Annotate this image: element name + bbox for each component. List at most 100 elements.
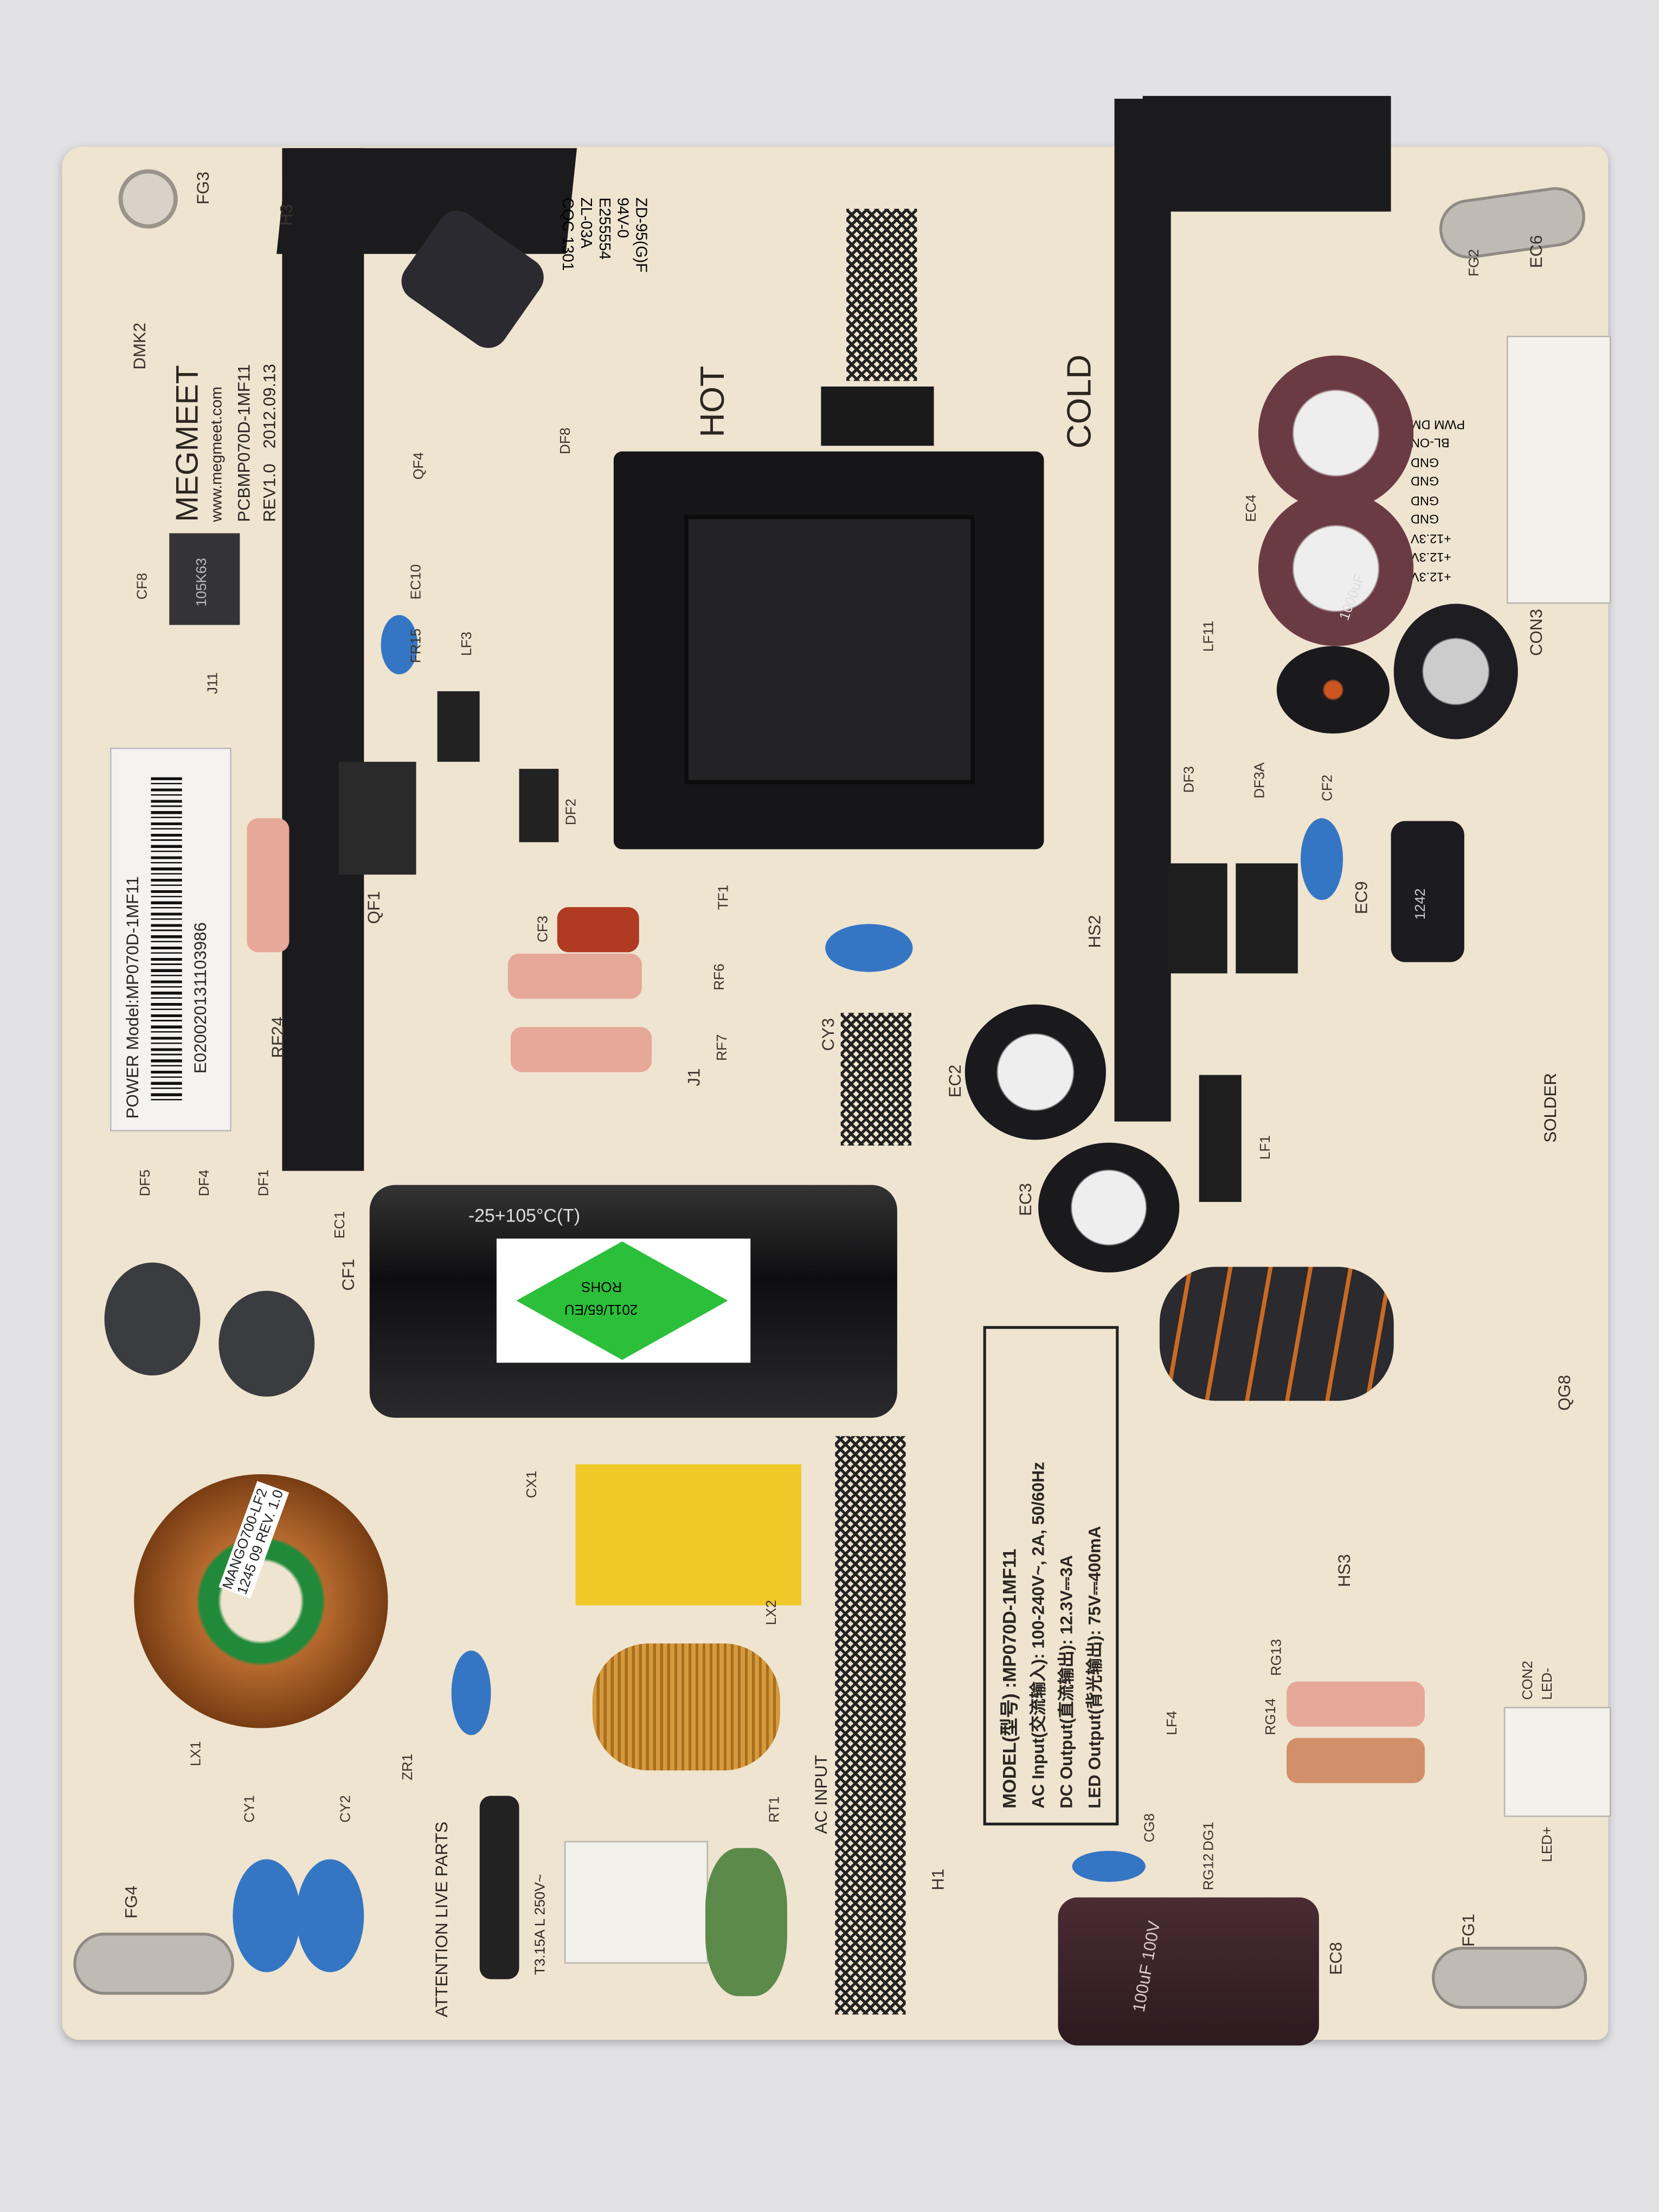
refdes: DMK2 [130,322,150,370]
resistor-rf24 [247,818,290,953]
refdes-ec1: EC1 [333,1211,349,1239]
refdes-lf3: LF3 [460,632,475,656]
spec-model: MODEL(型号) :MP070D-1MF11 [999,1548,1020,1809]
solder-label: SOLDER [1540,1073,1560,1143]
fuse-rating: T3.15A L 250V~ [533,1874,549,1975]
refdes-lf1: LF1 [1258,1135,1274,1160]
barcode-label: POWER Model:MP070D-1MF11 E02002013110398… [110,748,232,1131]
refdes: EC3 [1015,1183,1036,1216]
spec-dc-output: DC Output(直流输出): 12.3V⎓3A [1056,1555,1077,1809]
refdes: RF24 [268,1017,288,1058]
connector-con2[interactable] [1503,1707,1611,1817]
ac-input-connector[interactable] [564,1841,709,1964]
mounting-ear-bottom-left [73,1932,234,1995]
pcb-revision: REV1.0 [259,464,280,522]
refdes-rf7: RF7 [715,1034,731,1061]
live-parts-warning: ATTENTION LIVE PARTS [432,1821,452,2017]
cqc-mark: CQC [558,197,576,232]
week-code: 1301 [558,236,576,271]
certification-block: ZD-95(G)F 94V-0 E255554 ZL-03A CQC 1301 [557,197,649,272]
diode-df2 [519,769,559,843]
diode-df3a [1236,863,1298,974]
refdes: CY3 [818,1018,838,1051]
cert-mark: ZD-95(G)F [632,197,649,273]
heatsink-secondary-flange [1142,95,1391,212]
hatch-area-top [846,209,917,381]
capacitor-ec6: 1000uF [1258,491,1414,646]
refdes-rg12: RG12 [1201,1853,1218,1891]
capacitor-ec8: 100uF 100V [1058,1897,1319,2046]
pcb-code: PCBMP070D-1MF11 [234,364,254,522]
refdes: HS3 [1334,1554,1354,1587]
resistor-rf7 [510,1027,652,1072]
ul-file: E255554 [595,197,613,260]
refdes-lx1: LX1 [189,1741,205,1766]
refdes: J1 [684,1068,704,1086]
capacitor-ec2 [964,1004,1106,1140]
ec9-text: 1242 [1413,888,1429,920]
resistor-rg14 [1287,1738,1425,1783]
refdes-cx1: CX1 [524,1470,541,1499]
rohs-text: ROHS [581,1278,622,1294]
refdes-qf4: QF4 [411,452,428,480]
resistor-rf6 [507,953,642,999]
rohs-directive: 2011/65/EU [564,1301,638,1316]
refdes: FG4 [121,1885,142,1919]
refdes-fr15: FR15 [409,628,425,663]
refdes-zr1: ZR1 [400,1753,416,1780]
refdes-ec4: EC4 [1244,494,1260,522]
bridge-thermistor-2 [218,1290,315,1397]
refdes-lx2: LX2 [764,1600,780,1625]
mounting-hole-top-left [118,169,178,229]
refdes: EC2 [945,1064,965,1098]
refdes: CF1 [338,1258,358,1291]
bulk-capacitor-ec1: -25+105°C(T) ROHS 2011/65/EU [369,1185,897,1418]
con3-pin: +12.3V [1411,551,1451,565]
con3-pin: +12.3V [1411,570,1451,584]
varistor-zr [705,1848,787,1996]
film-cap-text: 105K63 [195,558,210,607]
capacitor-cy1 [233,1859,301,1972]
spec-led-output: LED Output(背光输出): 75V⎓400mA [1084,1526,1105,1809]
hatch-area-middle [840,1013,911,1146]
refdes-df2: DF2 [564,798,580,826]
con3-pin: GND [1411,493,1439,508]
barcode [151,777,182,1102]
refdes-cf3: CF3 [536,915,552,943]
refdes-lf4: LF4 [1165,1711,1181,1735]
refdes-dg1: DG1 [1201,1822,1218,1851]
heatsink-primary [282,148,364,1171]
inductor-lf2 [1159,1266,1394,1401]
diode-lf3 [437,691,480,762]
connector-con3[interactable] [1506,336,1611,604]
capacitor-cg8 [1072,1850,1146,1882]
capacitor-ec3 [1038,1142,1180,1273]
resistor-rg13 [1287,1681,1425,1727]
capacitor-cy3 [825,924,913,972]
refdes: QG8 [1554,1375,1574,1411]
bulk-cap-temp: -25+105°C(T) [468,1205,581,1226]
pcb-date: 2012.09.13 [259,364,280,449]
capacitor-ec9: 1242 [1391,821,1464,962]
refdes: QF1 [364,891,384,924]
refdes: FG1 [1458,1914,1478,1947]
refdes-df1: DF1 [256,1169,273,1197]
mosfet-qf1 [338,762,416,875]
con3-pin: +12.3V [1411,531,1451,546]
brand-logo: MEGMEET [169,365,205,522]
refdes: EC6 [1526,235,1546,268]
transformer [613,451,1044,850]
refdes-rt1: RT1 [767,1796,783,1823]
optocoupler [821,386,934,446]
refdes-df8: DF8 [558,427,575,454]
inductor-lf1 [1199,1075,1242,1202]
capacitor-cy2 [296,1859,364,1972]
refdes-j11: J11 [205,672,222,695]
refdes: HS2 [1084,915,1105,948]
inductor-l2 [1276,646,1390,734]
refdes-rg13: RG13 [1269,1639,1285,1676]
refdes-rg14: RG14 [1264,1698,1280,1735]
x-capacitor-cx1 [575,1464,801,1606]
con2-pin-led-minus: LED- [1540,1668,1557,1700]
